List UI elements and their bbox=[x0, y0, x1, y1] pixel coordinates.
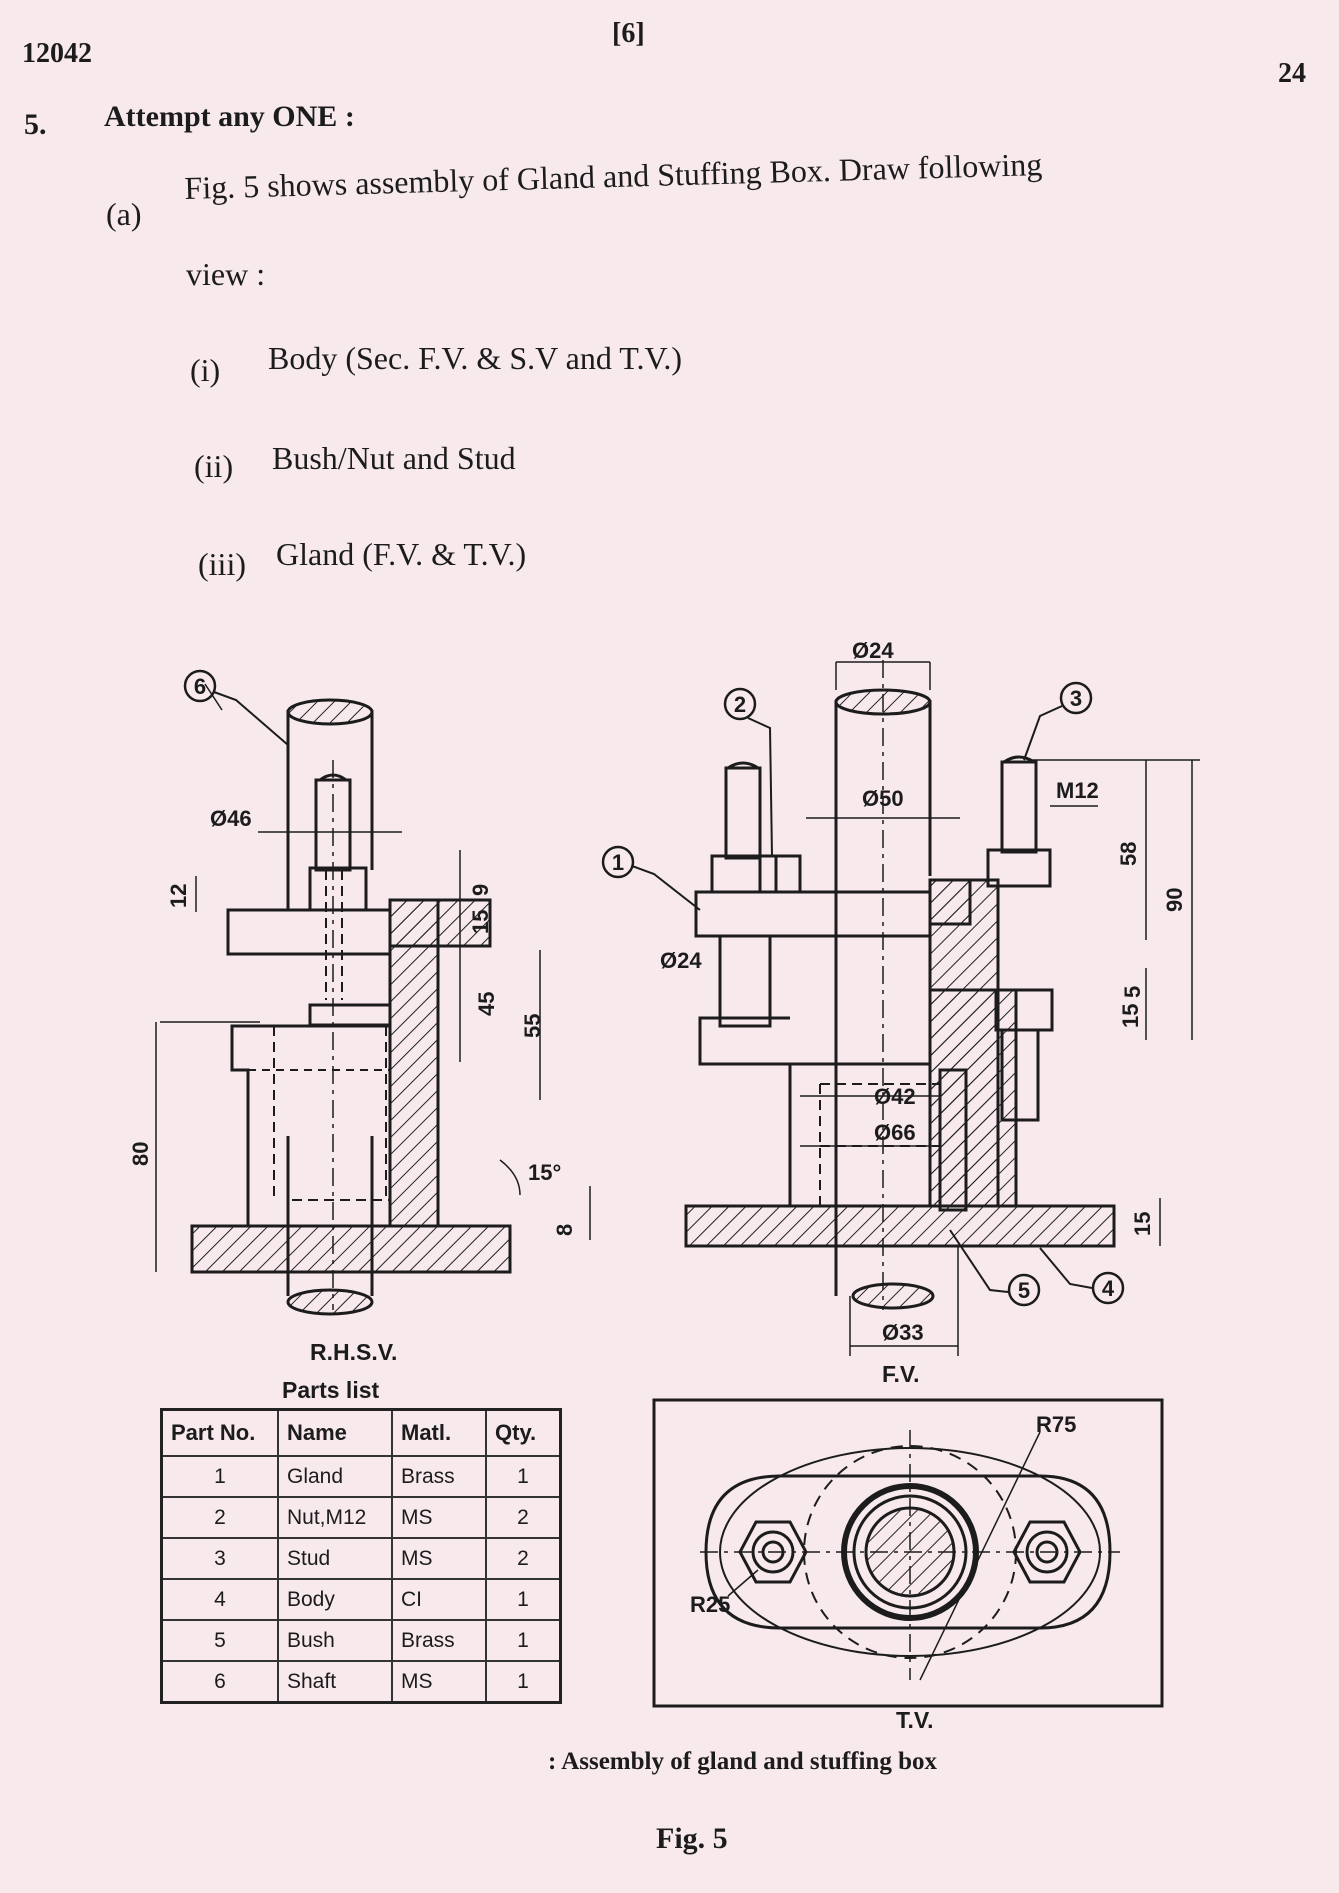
header-qty: Qty. bbox=[485, 1408, 562, 1457]
tv-view bbox=[652, 1398, 1164, 1708]
cell-matl: Brass bbox=[391, 1455, 487, 1498]
fv-view bbox=[684, 660, 1116, 1310]
item-2-number: (ii) bbox=[194, 448, 234, 484]
cell-part-no: 6 bbox=[160, 1660, 279, 1704]
label-fv: F.V. bbox=[882, 1361, 920, 1387]
item-2-text: Bush/Nut and Stud bbox=[272, 440, 516, 476]
callout-4 bbox=[1091, 1271, 1125, 1305]
cell-part-no: 5 bbox=[160, 1619, 279, 1662]
table-row: 2 Nut,M12 MS 2 bbox=[160, 1496, 562, 1539]
page-number: [6] bbox=[612, 18, 645, 49]
table-row: 4 Body CI 1 bbox=[160, 1578, 562, 1621]
dim-15-a: 15 bbox=[468, 910, 493, 934]
marks: 24 bbox=[1278, 58, 1306, 89]
callout-4-label: 4 bbox=[1102, 1276, 1115, 1301]
table-row: 5 Bush Brass 1 bbox=[160, 1619, 562, 1662]
question-number: 5. bbox=[24, 108, 47, 141]
callout-2 bbox=[723, 687, 757, 721]
item-1-text: Body (Sec. F.V. & S.V and T.V.) bbox=[268, 340, 683, 376]
part-label: (a) bbox=[106, 196, 142, 232]
callout-1-label: 1 bbox=[612, 850, 624, 875]
parts-table-header-row: Part No. Name Matl. Qty. bbox=[160, 1408, 562, 1457]
parts-list-heading: Parts list bbox=[282, 1377, 379, 1403]
dim-d33: Ø33 bbox=[882, 1320, 924, 1345]
dim-d24-side: Ø24 bbox=[660, 948, 702, 973]
cell-matl: Brass bbox=[391, 1619, 487, 1662]
dim-r75: R75 bbox=[1036, 1412, 1076, 1437]
cell-part-no: 4 bbox=[160, 1578, 279, 1621]
dim-8: 8 bbox=[552, 1224, 577, 1236]
dim-d66: Ø66 bbox=[874, 1120, 916, 1145]
item-3-number: (iii) bbox=[198, 546, 246, 582]
cell-name: Bush bbox=[277, 1619, 393, 1662]
fv-dimension-lines bbox=[800, 661, 1200, 1356]
cell-name: Shaft bbox=[277, 1660, 393, 1704]
callout-3 bbox=[1059, 681, 1093, 715]
dim-d24-top: Ø24 bbox=[852, 638, 894, 663]
header-part-no: Part No. bbox=[160, 1408, 279, 1457]
cell-qty: 2 bbox=[485, 1496, 562, 1539]
rhsv-dimension-lines bbox=[155, 683, 591, 1272]
dim-55: 55 bbox=[520, 1014, 545, 1038]
dim-15-b: 15 bbox=[1118, 1004, 1143, 1028]
cell-name: Nut,M12 bbox=[277, 1496, 393, 1539]
callout-1 bbox=[601, 845, 635, 879]
table-row: 3 Stud MS 2 bbox=[160, 1537, 562, 1580]
dim-90: 90 bbox=[1162, 888, 1187, 912]
rhsv-view bbox=[190, 698, 512, 1316]
dim-15-c: 15 bbox=[1130, 1212, 1155, 1236]
cell-matl: MS bbox=[391, 1660, 487, 1704]
dim-12: 12 bbox=[166, 884, 191, 908]
cell-part-no: 2 bbox=[160, 1496, 279, 1539]
label-tv: T.V. bbox=[896, 1707, 934, 1733]
figure-label: Fig. 5 bbox=[656, 1822, 728, 1855]
cell-part-no: 3 bbox=[160, 1537, 279, 1580]
label-rhsv: R.H.S.V. bbox=[310, 1339, 397, 1365]
dim-58: 58 bbox=[1116, 842, 1141, 866]
dim-d46: Ø46 bbox=[210, 806, 252, 831]
item-1-number: (i) bbox=[190, 352, 221, 388]
callout-5 bbox=[1007, 1273, 1041, 1307]
cell-qty: 2 bbox=[485, 1537, 562, 1580]
paper-code: 12042 bbox=[22, 38, 92, 69]
dim-9: 9 bbox=[468, 884, 493, 896]
dim-80: 80 bbox=[128, 1142, 153, 1166]
dim-angle-15: 15° bbox=[528, 1160, 561, 1185]
callout-3-label: 3 bbox=[1070, 686, 1082, 711]
dim-45: 45 bbox=[474, 992, 499, 1016]
parts-table: Part No. Name Matl. Qty. 1 Gland Brass 1… bbox=[160, 1408, 562, 1704]
cell-name: Gland bbox=[277, 1455, 393, 1498]
dim-5: 5 bbox=[1120, 986, 1145, 998]
question-title: Attempt any ONE : bbox=[104, 100, 355, 133]
cell-qty: 1 bbox=[485, 1619, 562, 1662]
callout-6 bbox=[183, 669, 217, 703]
table-row: 1 Gland Brass 1 bbox=[160, 1455, 562, 1498]
callout-5-label: 5 bbox=[1018, 1278, 1030, 1303]
question-text-line2: view : bbox=[186, 256, 266, 292]
header-matl: Matl. bbox=[391, 1408, 487, 1457]
cell-qty: 1 bbox=[485, 1578, 562, 1621]
cell-matl: MS bbox=[391, 1496, 487, 1539]
header-name: Name bbox=[277, 1408, 393, 1457]
cell-name: Stud bbox=[277, 1537, 393, 1580]
cell-name: Body bbox=[277, 1578, 393, 1621]
dim-m12: M12 bbox=[1056, 778, 1099, 803]
cell-matl: CI bbox=[391, 1578, 487, 1621]
dim-r25: R25 bbox=[690, 1592, 730, 1617]
callout-2-label: 2 bbox=[734, 692, 746, 717]
cell-matl: MS bbox=[391, 1537, 487, 1580]
cell-qty: 1 bbox=[485, 1660, 562, 1704]
dim-d50: Ø50 bbox=[862, 786, 904, 811]
item-3-text: Gland (F.V. & T.V.) bbox=[276, 536, 527, 572]
cell-part-no: 1 bbox=[160, 1455, 279, 1498]
figure-caption: : Assembly of gland and stuffing box bbox=[548, 1748, 937, 1775]
dim-d42: Ø42 bbox=[874, 1084, 916, 1109]
cell-qty: 1 bbox=[485, 1455, 562, 1498]
table-row: 6 Shaft MS 1 bbox=[160, 1660, 562, 1704]
callout-6-label: 6 bbox=[194, 674, 206, 699]
